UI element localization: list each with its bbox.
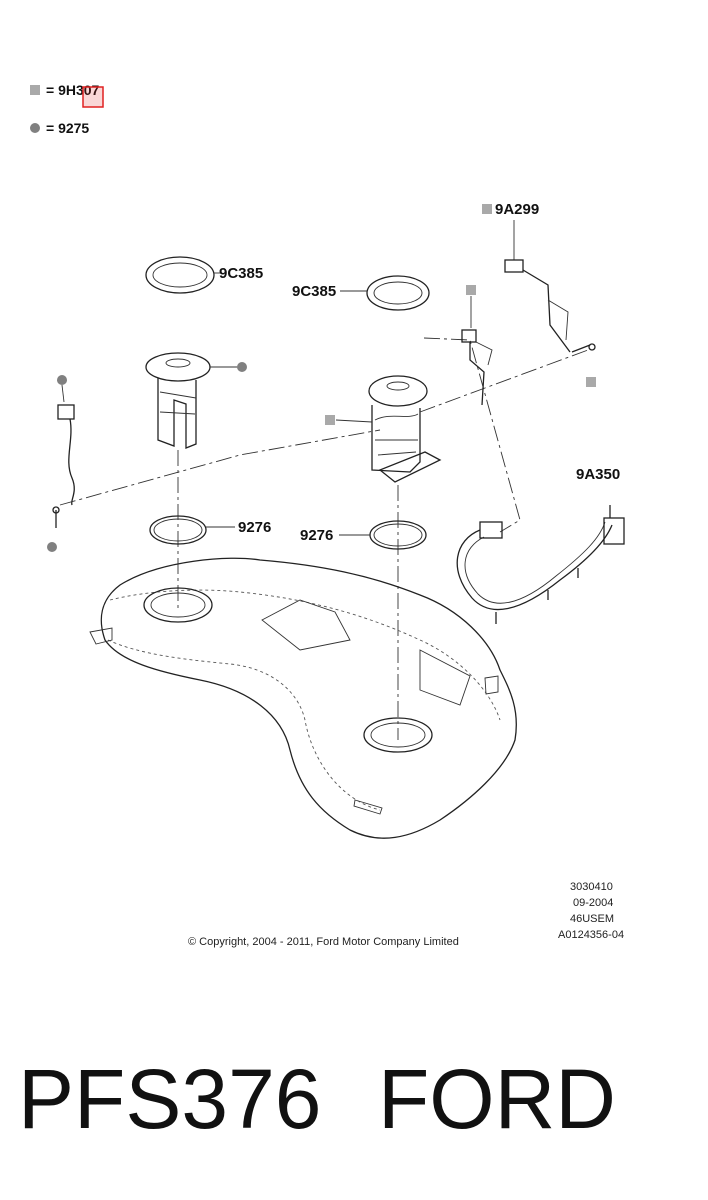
legend: = 9H307 = 9275 [30,82,104,136]
highlight-box [82,86,104,108]
label-9a299: 9A299 [495,201,539,218]
fuel-tank [89,557,517,839]
harness-9a350: 9A350 [456,466,625,624]
ref-code-3: A0124356-04 [558,929,624,941]
square-marker-icon [466,285,476,295]
left-sender-assembly [145,352,247,449]
gasket-left: 9C385 [145,256,263,294]
label-9c385-right: 9C385 [292,283,336,300]
legend-dot-text: = 9275 [46,120,89,136]
ref-date: 09-2004 [573,897,613,909]
square-marker-icon [482,204,492,214]
label-9c385-left: 9C385 [219,265,263,282]
square-marker-icon [30,85,40,95]
dot-marker-icon [57,375,67,385]
left-harness [47,375,75,552]
square-marker-icon [586,377,596,387]
ref-code-2: 46USEM [570,913,614,925]
gasket-right: 9C385 [292,275,430,311]
ref-code-1: 3030410 [570,881,613,893]
part-number-caption: PFS376 [18,1052,322,1146]
center-lines [59,337,589,740]
square-marker-icon [325,415,335,425]
label-9276-left: 9276 [238,519,271,536]
copyright-text: © Copyright, 2004 - 2011, Ford Motor Com… [188,936,459,948]
right-pump-module [325,375,442,483]
dot-marker-icon [30,123,40,133]
legend-square-text: = 9H307 [46,82,100,98]
o-ring-right: 9276 [300,520,427,550]
dot-marker-icon [237,362,247,372]
label-9a350: 9A350 [576,466,620,483]
o-ring-left: 9276 [149,515,271,545]
reference-codes: 3030410 09-2004 46USEM A0124356-04 [558,881,624,941]
float-sensor [461,285,493,406]
dot-marker-icon [47,542,57,552]
brand-caption: FORD [378,1052,616,1146]
sender-9a299: 9A299 [482,201,596,387]
label-9276-right: 9276 [300,527,333,544]
